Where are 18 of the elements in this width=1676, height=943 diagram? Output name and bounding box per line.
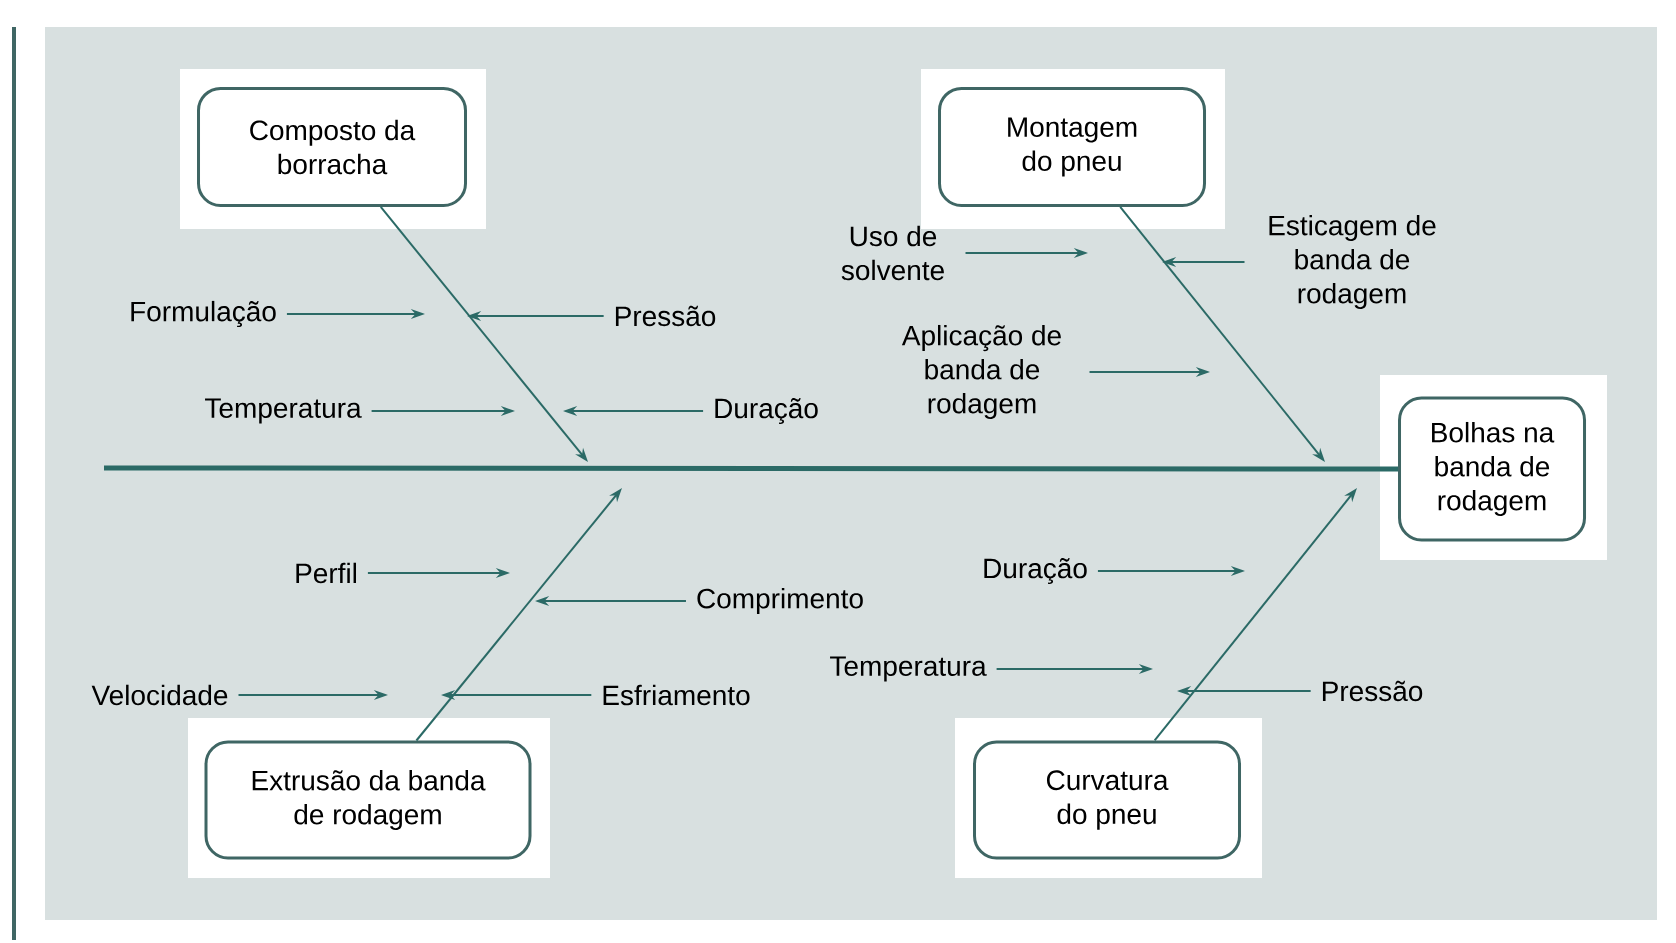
cause-label: Aplicação de banda de rodagem — [901, 324, 1061, 420]
cause-label: Esfriamento — [603, 684, 750, 706]
cause-label: Temperatura — [830, 656, 987, 682]
cause-box: Bolhas na banda de rodagem — [1380, 375, 1607, 560]
cause-label: Velocidade — [91, 684, 228, 706]
cause-box: Composto da borracha — [180, 69, 486, 229]
cause-label: Duração — [715, 398, 818, 424]
cause-box: Curvatura do pneu — [955, 718, 1262, 878]
cause-label: Formulação — [131, 300, 276, 328]
cause-box: Montagem do pneu — [921, 69, 1225, 229]
cause-label: Comprimento — [697, 587, 863, 615]
cause-box: Extrusão da banda de rodagem — [188, 718, 550, 878]
cause-label: Esticagem de banda de rodagem — [1269, 214, 1436, 310]
cause-label: Pressão — [1322, 680, 1423, 702]
cause-label: Duração — [984, 558, 1087, 584]
cause-label: Perfil — [296, 562, 356, 584]
cause-label: Temperatura — [205, 398, 362, 424]
cause-label: Pressão — [615, 305, 716, 327]
